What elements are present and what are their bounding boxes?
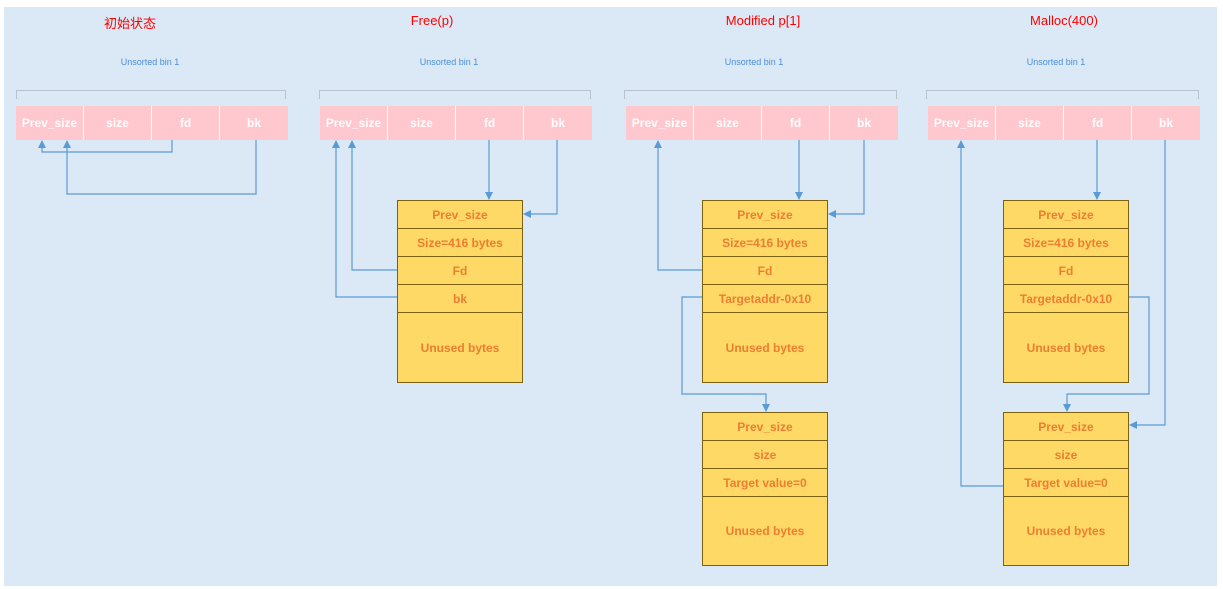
unsorted-bin-malloc: Prev_size size fd bk xyxy=(928,106,1200,140)
bin-brace xyxy=(319,90,591,99)
unsorted-bin-free: Prev_size size fd bk xyxy=(320,106,592,140)
chunk-modified: Prev_size Size=416 bytes Fd Targetaddr-0… xyxy=(702,200,828,383)
bin-field-fd: fd xyxy=(152,106,220,140)
bin-field-bk: bk xyxy=(220,106,288,140)
bin-field-prev-size: Prev_size xyxy=(320,106,388,140)
bin-field-size: size xyxy=(84,106,152,140)
bin-field-fd: fd xyxy=(762,106,830,140)
panel-title-modified: Modified p[1] xyxy=(725,13,801,28)
chunk-row-target-value: Target value=0 xyxy=(703,469,827,497)
chunk-row-fd: Fd xyxy=(398,257,522,285)
bin-label-malloc: Unsorted bin 1 xyxy=(1026,57,1086,67)
panel-title-initial: 初始状态 xyxy=(103,16,157,31)
chunk-row-unused: Unused bytes xyxy=(1026,524,1106,538)
bin-field-prev-size: Prev_size xyxy=(16,106,84,140)
bin-field-prev-size: Prev_size xyxy=(928,106,996,140)
bin-label-modified: Unsorted bin 1 xyxy=(724,57,784,67)
bin-field-fd: fd xyxy=(1064,106,1132,140)
chunk-row-prev-size: Prev_size xyxy=(398,201,522,229)
chunk-row-size: size xyxy=(1004,441,1128,469)
chunk-row-unused: Unused bytes xyxy=(725,524,805,538)
panel-title-malloc: Malloc(400) xyxy=(1030,13,1098,28)
chunk-row-prev-size: Prev_size xyxy=(1004,413,1128,441)
bin-brace xyxy=(926,90,1199,99)
bin-field-prev-size: Prev_size xyxy=(626,106,694,140)
chunk-row-fd: Fd xyxy=(1004,257,1128,285)
chunk-row-fd: Fd xyxy=(703,257,827,285)
chunk-row-unused: Unused bytes xyxy=(725,340,805,355)
bin-brace xyxy=(16,90,286,99)
bin-field-bk: bk xyxy=(1132,106,1200,140)
chunk-row-unused: Unused bytes xyxy=(1026,340,1106,355)
bin-brace xyxy=(624,90,897,99)
unsorted-bin-modified: Prev_size size fd bk xyxy=(626,106,898,140)
bin-label-initial: Unsorted bin 1 xyxy=(120,57,180,67)
bin-field-bk: bk xyxy=(830,106,898,140)
chunk-row-target-value: Target value=0 xyxy=(1004,469,1128,497)
bin-field-size: size xyxy=(694,106,762,140)
chunk-row-size: Size=416 bytes xyxy=(1004,229,1128,257)
chunk-free: Prev_size Size=416 bytes Fd bk Unused by… xyxy=(397,200,523,383)
bin-label-free: Unsorted bin 1 xyxy=(419,57,479,67)
chunk-row-unused: Unused bytes xyxy=(420,340,500,355)
chunk-modified-target: Prev_size size Target value=0 Unused byt… xyxy=(702,412,828,566)
unsorted-bin-initial: Prev_size size fd bk xyxy=(16,106,288,140)
chunk-row-prev-size: Prev_size xyxy=(703,201,827,229)
bin-field-fd: fd xyxy=(456,106,524,140)
chunk-row-bk: Targetaddr-0x10 xyxy=(703,285,827,313)
chunk-row-size: Size=416 bytes xyxy=(398,229,522,257)
bin-field-bk: bk xyxy=(524,106,592,140)
chunk-row-bk: bk xyxy=(398,285,522,313)
chunk-row-size: size xyxy=(703,441,827,469)
chunk-malloc-target: Prev_size size Target value=0 Unused byt… xyxy=(1003,412,1129,566)
chunk-row-prev-size: Prev_size xyxy=(703,413,827,441)
bin-field-size: size xyxy=(996,106,1064,140)
chunk-row-bk: Targetaddr-0x10 xyxy=(1004,285,1128,313)
chunk-malloc: Prev_size Size=416 bytes Fd Targetaddr-0… xyxy=(1003,200,1129,383)
panel-title-free: Free(p) xyxy=(410,13,454,28)
chunk-row-size: Size=416 bytes xyxy=(703,229,827,257)
bin-field-size: size xyxy=(388,106,456,140)
chunk-row-prev-size: Prev_size xyxy=(1004,201,1128,229)
